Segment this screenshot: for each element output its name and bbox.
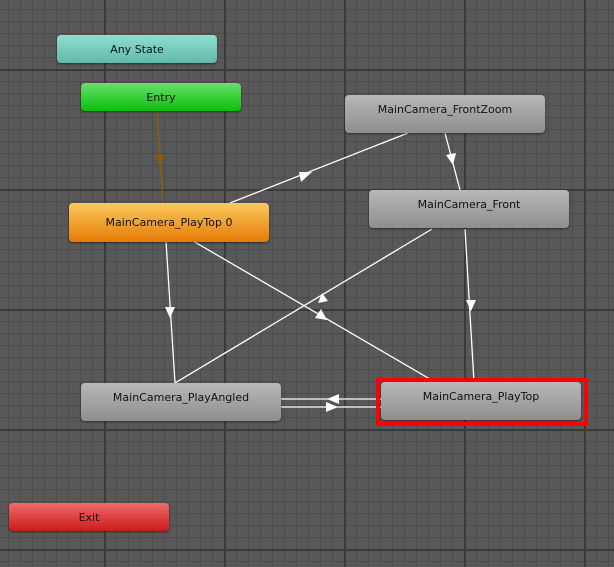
arrow-icon [155, 155, 165, 166]
state-any-state[interactable]: Any State [57, 35, 217, 63]
arrow-icon [466, 300, 476, 311]
arrow-icon [299, 172, 312, 182]
state-exit[interactable]: Exit [9, 503, 169, 531]
state-label: MainCamera_PlayTop [422, 389, 540, 403]
state-label: MainCamera_PlayTop 0 [105, 216, 233, 229]
arrow-icon [446, 153, 456, 165]
state-label: Any State [110, 42, 164, 56]
arrow-icon [318, 293, 328, 303]
state-maincamera-frontzoom[interactable]: MainCamera_FrontZoom [345, 95, 545, 133]
state-label: MainCamera_Front [417, 197, 521, 211]
arrow-icon [315, 309, 327, 320]
state-entry[interactable]: Entry [81, 83, 241, 111]
arrow-icon [165, 307, 175, 318]
arrow-icon [326, 402, 338, 412]
state-maincamera-playtop-0[interactable]: MainCamera_PlayTop 0 [69, 203, 269, 242]
state-label: MainCamera_PlayAngled [112, 390, 250, 404]
transition-playtop0-to-playtop[interactable] [192, 240, 436, 383]
state-maincamera-playangled[interactable]: MainCamera_PlayAngled [81, 383, 281, 421]
arrow-icon [327, 394, 339, 404]
state-label: Entry [146, 90, 176, 104]
selection-highlight [376, 378, 588, 426]
state-label: MainCamera_FrontZoom [377, 102, 513, 116]
transition-playtop0-to-frontzoom[interactable] [229, 132, 409, 204]
state-label: Exit [78, 510, 100, 524]
state-maincamera-playtop[interactable]: MainCamera_PlayTop [381, 382, 581, 420]
state-maincamera-front[interactable]: MainCamera_Front [369, 190, 569, 228]
